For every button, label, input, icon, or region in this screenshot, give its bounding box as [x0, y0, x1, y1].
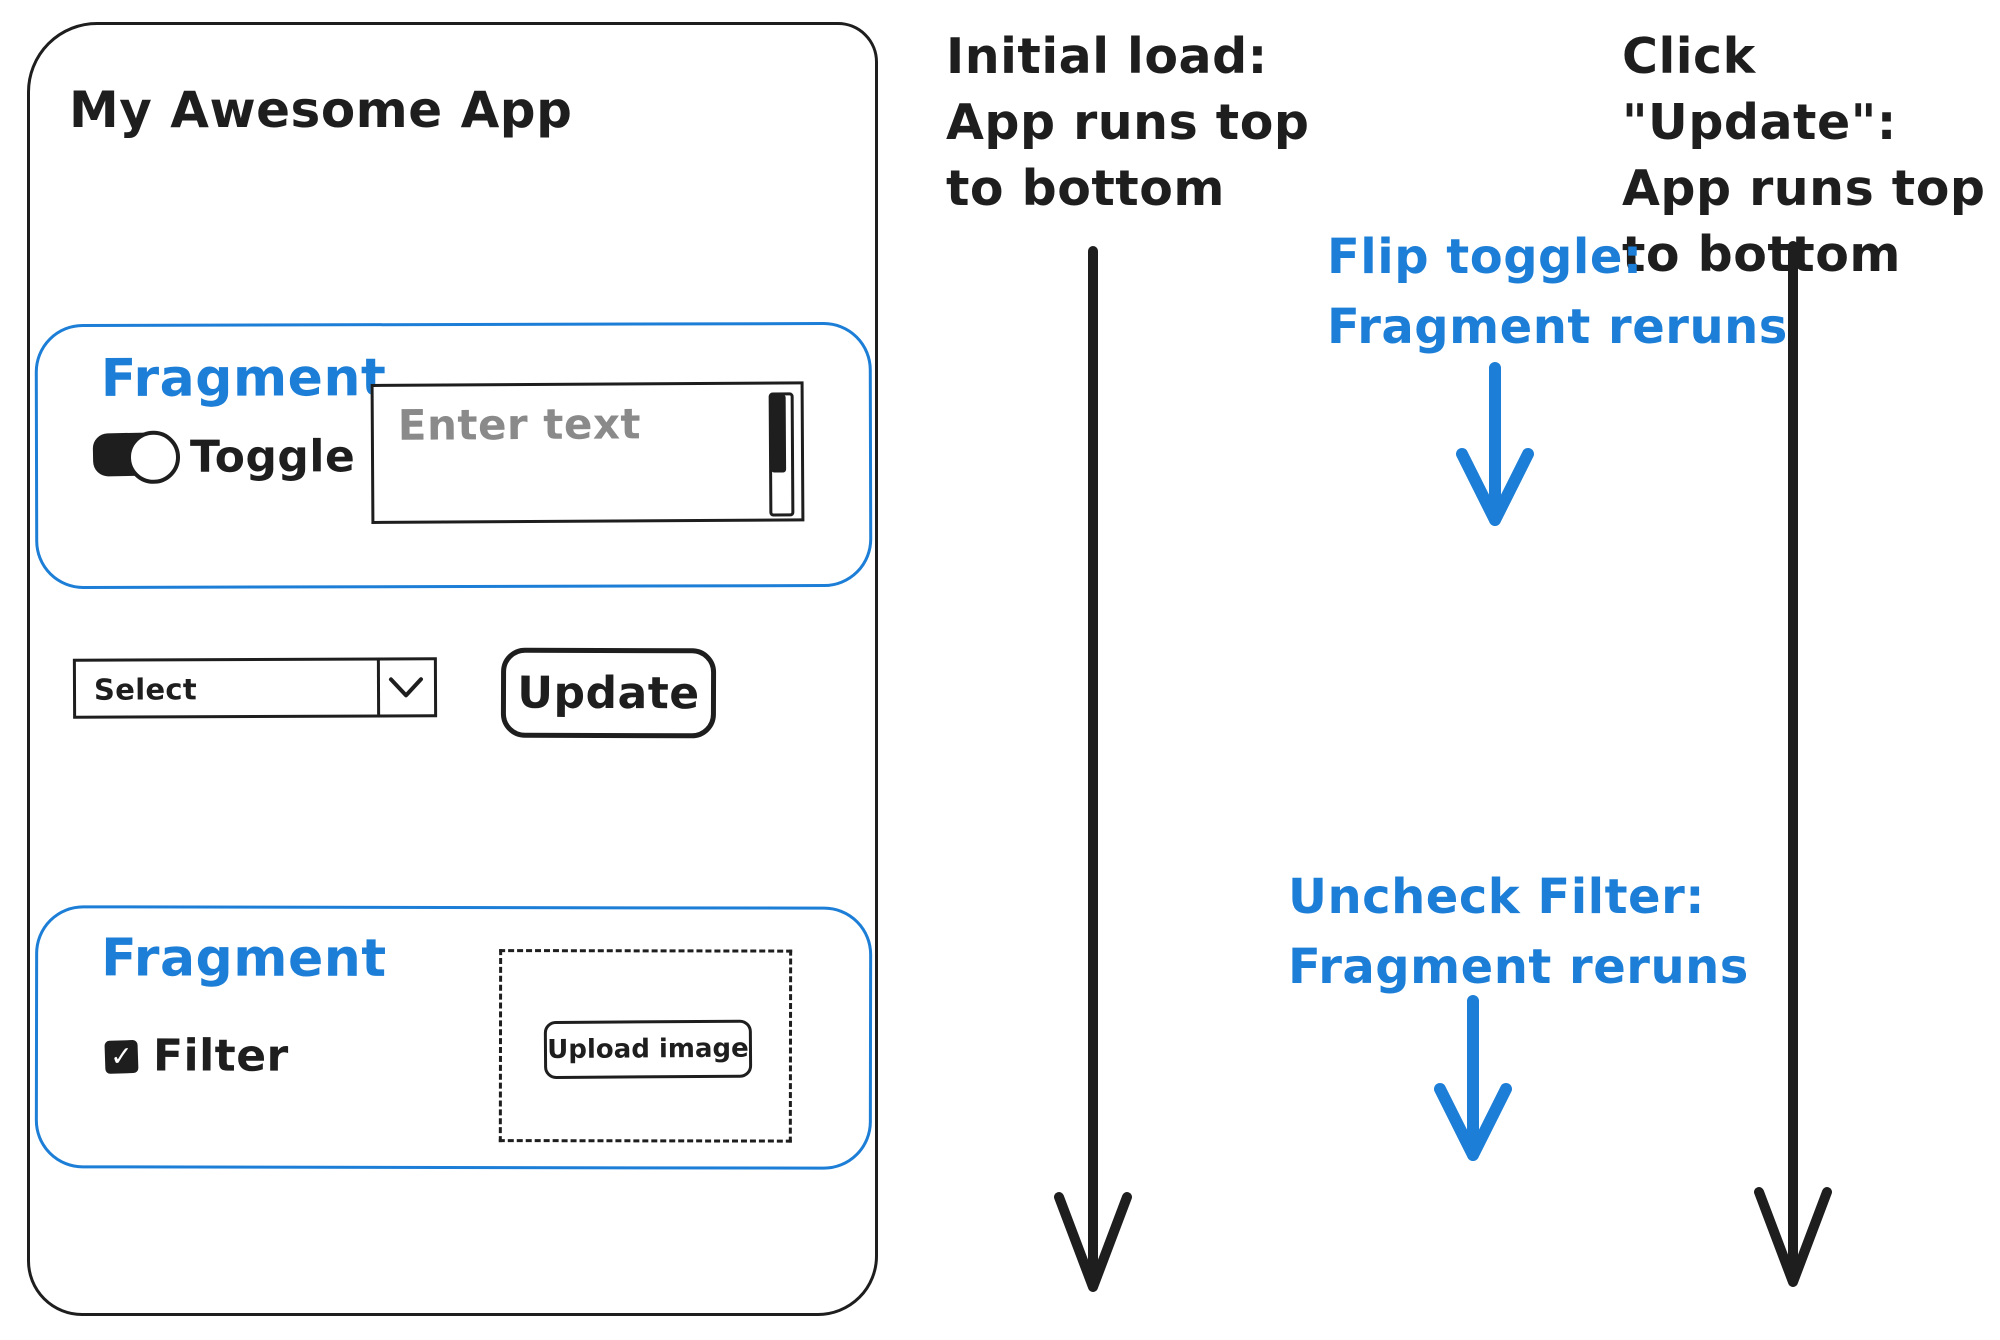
text-input-placeholder: Enter text [397, 399, 642, 450]
note-initial-load: Initial load: App runs top to bottom [946, 24, 1309, 222]
note-click-update-line1: Click "Update": [1622, 28, 1897, 151]
note-uncheck-filter-line1: Uncheck Filter: [1288, 869, 1705, 925]
fragment-bottom-box: Fragment ✓ Filter Upload image [34, 905, 873, 1170]
upload-image-button[interactable]: Upload image [543, 1019, 753, 1080]
note-flip-toggle-line2: Fragment reruns [1327, 299, 1788, 355]
text-input[interactable]: Enter text [370, 381, 805, 524]
scrollbar-thumb[interactable] [770, 394, 787, 473]
filter-checkbox[interactable]: ✓ [104, 1039, 139, 1074]
fragment-top-label: Fragment [100, 348, 387, 409]
note-flip-toggle-line1: Flip toggle: [1327, 229, 1643, 285]
note-initial-load-line3: to bottom [946, 160, 1225, 217]
select-divider [376, 660, 381, 715]
arrow-initial-load [1054, 246, 1132, 1292]
arrow-flip-toggle [1456, 362, 1534, 526]
note-uncheck-filter-line2: Fragment reruns [1288, 939, 1749, 995]
update-button[interactable]: Update [500, 647, 717, 739]
filter-checkbox-label: Filter [152, 1030, 289, 1082]
image-dropzone[interactable]: Upload image [498, 949, 793, 1143]
chevron-down-icon [388, 677, 423, 698]
note-click-update-line3: to bottom [1622, 226, 1901, 283]
arrow-click-update [1754, 241, 1832, 1287]
toggle-switch[interactable] [92, 430, 203, 484]
checkbox-check-icon: ✓ [109, 1041, 134, 1073]
note-initial-load-line2: App runs top [946, 94, 1310, 151]
input-scrollbar[interactable] [768, 392, 795, 517]
app-window: My Awesome App Fragment Toggle Enter tex… [27, 22, 878, 1316]
app-title: My Awesome App [69, 81, 573, 139]
arrow-uncheck-filter [1434, 995, 1512, 1161]
note-uncheck-filter: Uncheck Filter: Fragment reruns [1288, 862, 1749, 1002]
note-initial-load-line1: Initial load: [946, 28, 1268, 85]
toggle-knob[interactable] [126, 430, 181, 484]
select-value: Select [93, 672, 198, 707]
note-flip-toggle: Flip toggle: Fragment reruns [1327, 222, 1788, 362]
toggle-label: Toggle [189, 431, 356, 483]
select-dropdown[interactable]: Select [72, 657, 438, 719]
note-click-update-line2: App runs top [1622, 160, 1986, 217]
fragment-bottom-label: Fragment [101, 928, 387, 989]
note-click-update: Click "Update": App runs top to bottom [1622, 24, 2000, 288]
fragment-top-box: Fragment Toggle Enter text [34, 321, 873, 590]
